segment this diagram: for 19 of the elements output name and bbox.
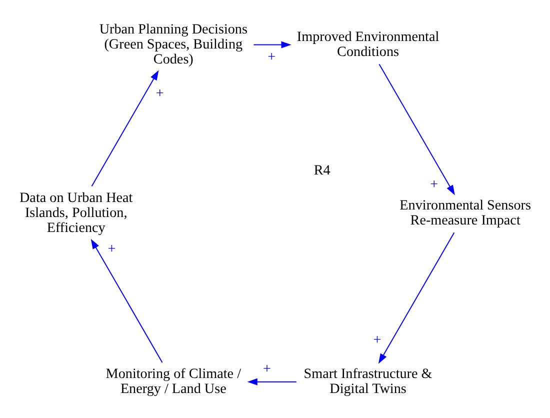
node-text: Improved Environmental Conditions (296, 28, 440, 60)
arrow (254, 40, 292, 48)
node-text: Data on Urban Heat Islands, Pollution, Efficiency (19, 189, 133, 236)
edge-label: + (430, 176, 438, 192)
edge-label: + (373, 332, 382, 348)
label: R4 (314, 162, 330, 178)
edge-label: + (108, 240, 116, 257)
arrow (91, 70, 159, 186)
arrow (90, 238, 163, 362)
node-text: Monitoring of Climate / Energy / Land Use (106, 365, 242, 397)
node-text: Urban Planning Decisions (Green Spaces, Building Codes) (99, 20, 248, 68)
node-text: Environmental Sensors Re-measure Impact (400, 196, 531, 228)
edge-label: + (268, 48, 276, 65)
edge-label: + (263, 360, 271, 376)
arrow (378, 232, 455, 364)
arrow (247, 378, 296, 385)
node-text: Smart Infrastructure & Digital Twins (304, 365, 432, 397)
arrow (378, 63, 455, 195)
edge-label: + (156, 84, 164, 101)
